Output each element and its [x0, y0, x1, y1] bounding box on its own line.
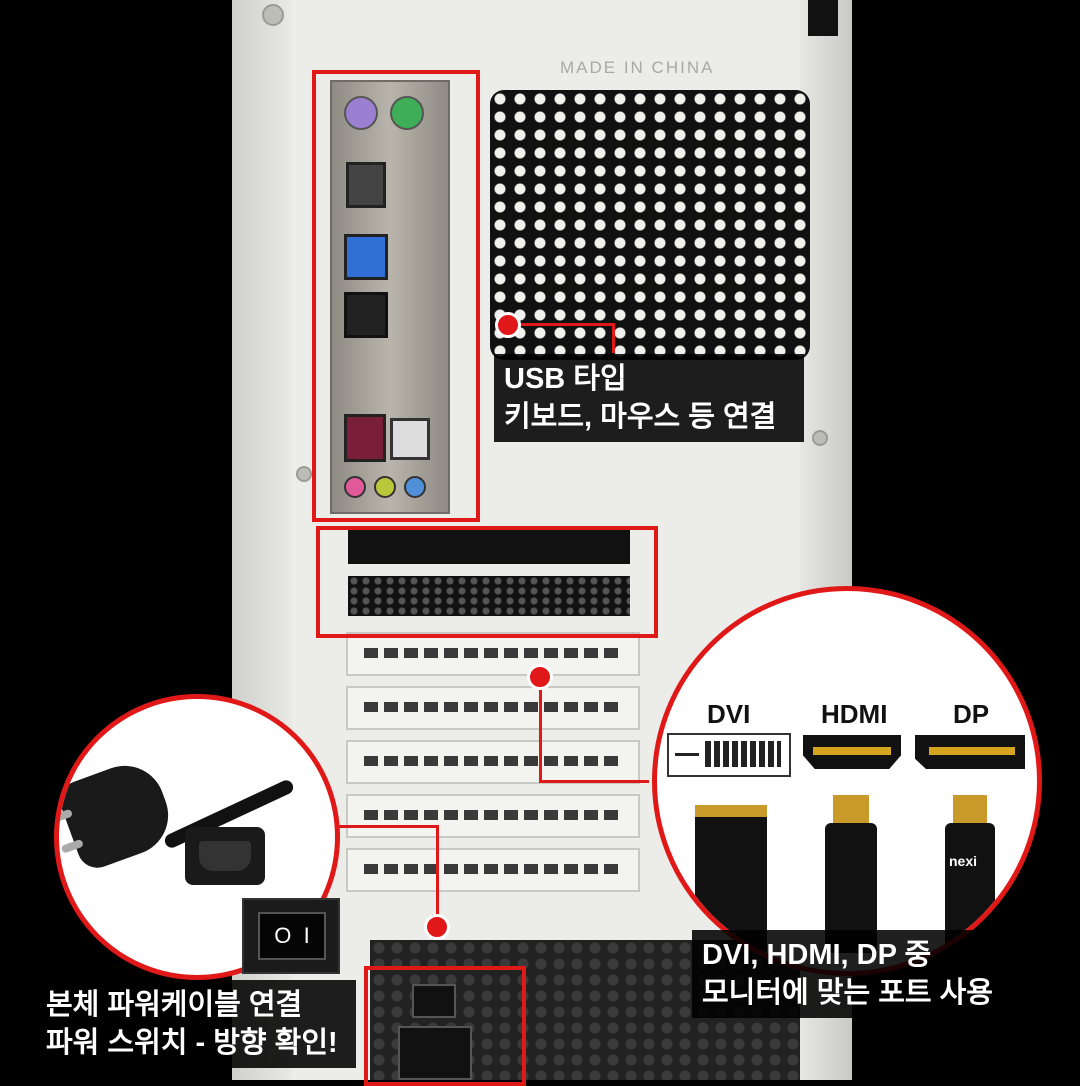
port-title-hdmi: HDMI [821, 699, 888, 729]
graphics-card-outputs [348, 530, 630, 564]
expansion-slot-cover [346, 794, 640, 838]
ethernet-port [390, 418, 430, 460]
hdmi-cable-tip [833, 795, 869, 825]
expansion-slot-cover [346, 740, 640, 784]
monitor-callout-line1: DVI, HDMI, DP 중 [702, 939, 932, 971]
usb-callout-line1: USB 타입 [504, 363, 627, 395]
usb-callout-label: USB 타입 키보드, 마우스 등 연결 [494, 354, 804, 442]
case-screw [296, 466, 312, 482]
expansion-slot-cover [346, 632, 640, 676]
case-latch [808, 0, 838, 36]
made-in-china-stamp: MADE IN CHINA [560, 58, 715, 77]
usb-callout-line [612, 323, 615, 353]
ps2-keyboard-port [344, 96, 378, 130]
usb3-ports [344, 234, 388, 280]
gpu-highlight [316, 526, 658, 638]
power-callout-line1: 본체 파워케이블 연결 [46, 989, 303, 1021]
monitor-callout-label: DVI, HDMI, DP 중 모니터에 맞는 포트 사용 [692, 930, 1012, 1018]
motherboard-io-shield [330, 80, 450, 514]
port-title-dvi: DVI [707, 699, 751, 729]
dp-cable-tip [953, 795, 987, 825]
case-screw [262, 4, 284, 26]
power-switch-inset: O I [242, 898, 340, 974]
usb2-ports [344, 292, 388, 338]
ps2-mouse-port [390, 96, 424, 130]
psu-power-socket [398, 1026, 472, 1080]
port-title-dp: DP [953, 699, 990, 729]
usb-callout-line2: 키보드, 마우스 등 연결 [504, 401, 777, 433]
io-panel-highlight [312, 70, 480, 522]
power-plug-icon [59, 754, 180, 874]
power-callout-line2: 파워 스위치 - 방향 확인! [46, 1027, 338, 1059]
vga-port [346, 162, 386, 208]
audio-line-out-jack [374, 476, 396, 498]
usb-callout-line [520, 323, 614, 326]
power-switch-glyph: O I [258, 912, 326, 960]
rear-fan-grill [490, 90, 810, 360]
gpu-callout-line [539, 690, 542, 782]
gpu-callout-marker [527, 664, 553, 690]
expansion-slot-cover [346, 848, 640, 892]
power-callout-marker [424, 914, 450, 940]
audio-mic-jack [344, 476, 366, 498]
power-callout-line [338, 825, 438, 828]
expansion-slot-cover [346, 686, 640, 730]
power-callout-line [436, 825, 439, 921]
hdmi-port-icon [803, 735, 901, 769]
cable-brand-text: nexi [949, 853, 978, 869]
psu-power-switch [412, 984, 456, 1018]
monitor-ports-circle: DVI HDMI DP nexi [652, 586, 1042, 976]
graphics-card-vent [348, 576, 630, 616]
audio-line-in-jack [404, 476, 426, 498]
iec-connector-icon [185, 827, 265, 885]
power-callout-label: 본체 파워케이블 연결 파워 스위치 - 방향 확인! [36, 980, 356, 1068]
usb-ports-lower [344, 414, 386, 462]
monitor-callout-line2: 모니터에 맞는 포트 사용 [702, 977, 993, 1009]
case-screw [812, 430, 828, 446]
gpu-callout-line [539, 780, 649, 783]
displayport-port-icon [915, 735, 1025, 769]
usb-callout-marker [495, 312, 521, 338]
dvi-port-icon [667, 733, 791, 777]
psu-socket-highlight [364, 966, 526, 1086]
